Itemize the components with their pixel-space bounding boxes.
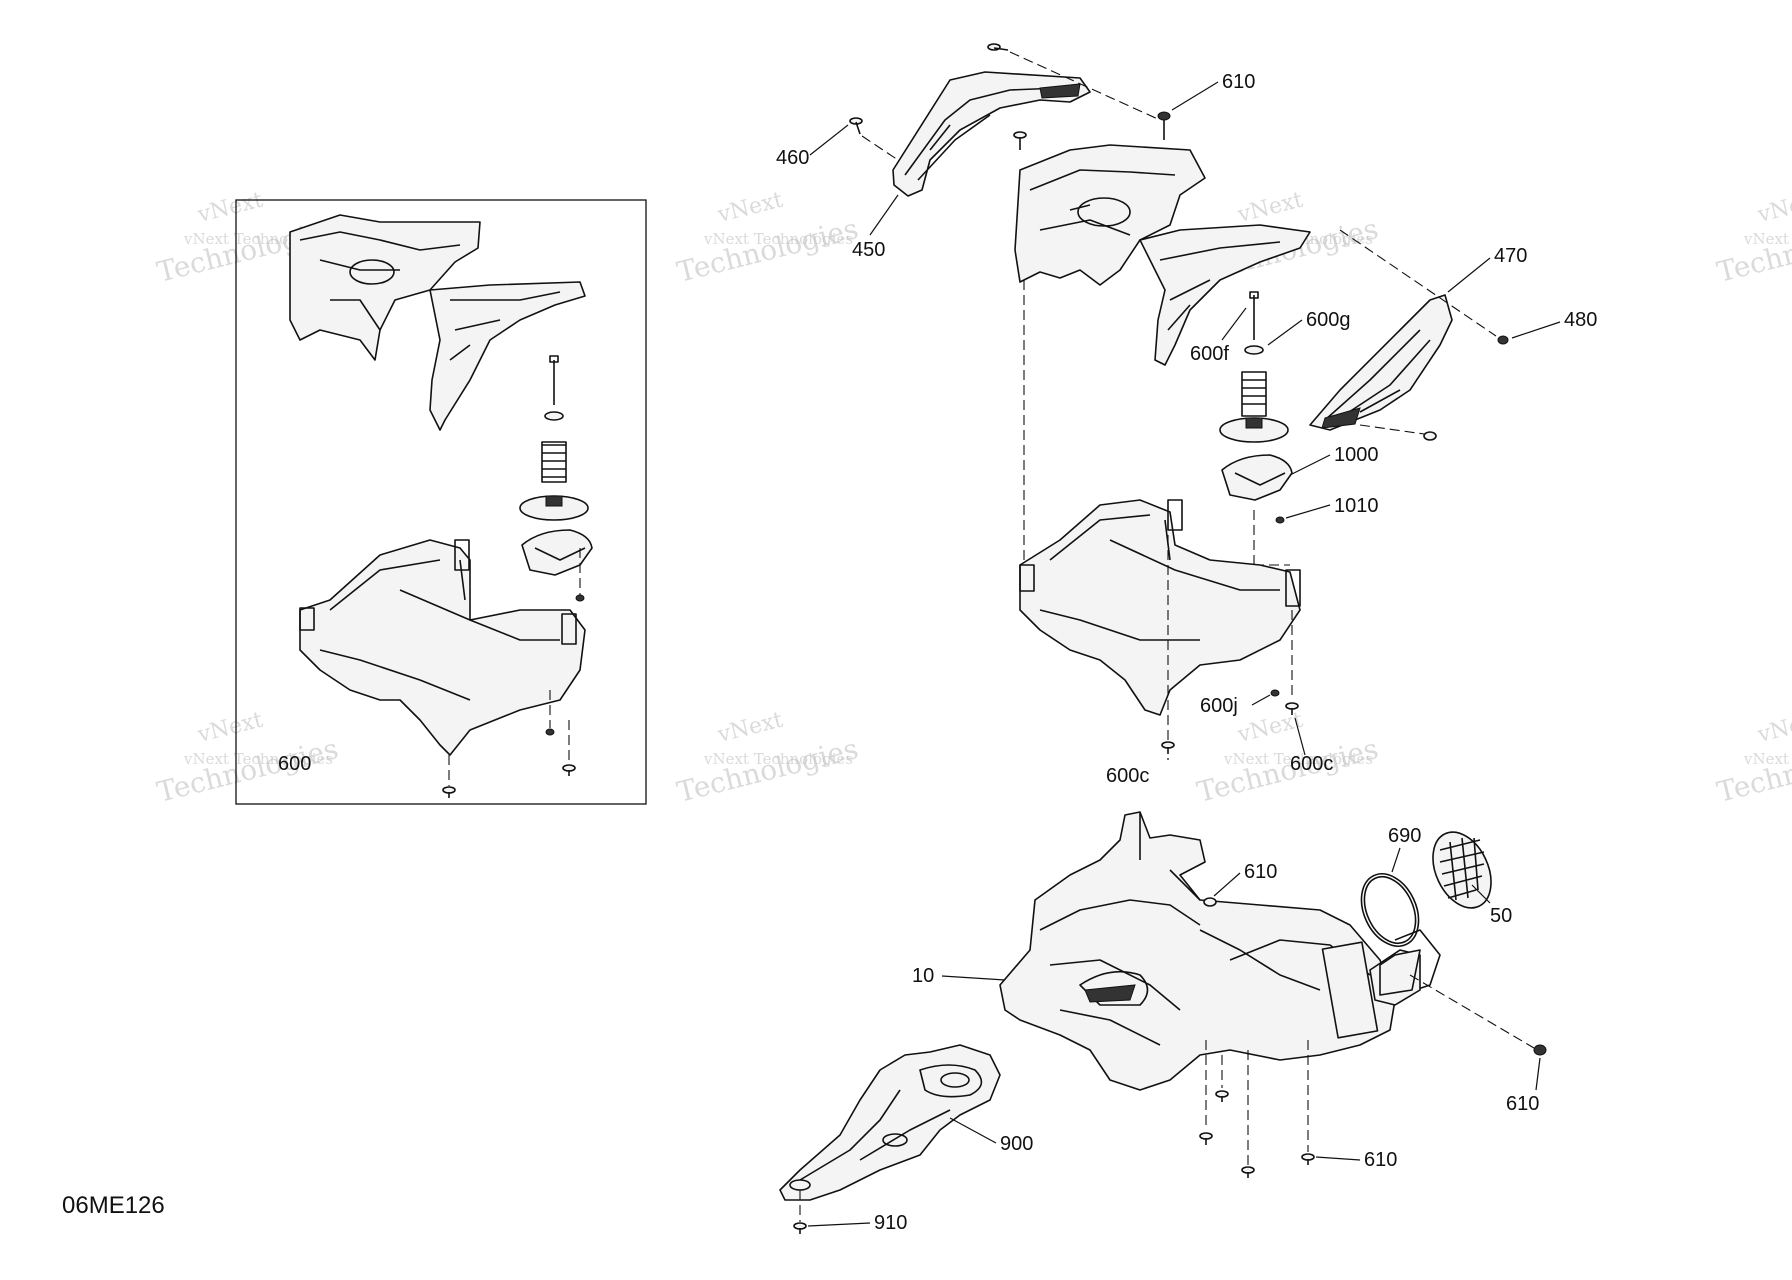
watermark: vNext vNext Technologies Technologies <box>154 708 342 809</box>
callout-910: 910 <box>874 1212 907 1234</box>
watermark-text: Technologies <box>674 732 862 809</box>
fastener-stack-main <box>1219 291 1293 566</box>
watermark-text: vNext <box>194 188 265 228</box>
callout-610-right: 610 <box>1506 1093 1539 1115</box>
callout-600: 600 <box>278 753 311 775</box>
callout-600g: 600g <box>1306 309 1351 331</box>
watermark-text: vNext <box>1754 708 1792 748</box>
upper-bracket-main <box>1014 144 1311 366</box>
callout-50: 50 <box>1490 905 1512 927</box>
bolt-side-lower <box>1359 424 1437 441</box>
callout-470: 470 <box>1494 245 1527 267</box>
watermark-text: vNext Technologies <box>703 230 853 248</box>
callout-600j: 600j <box>1200 695 1238 717</box>
leader-lines <box>807 81 1561 1227</box>
watermark-text: vNext <box>714 188 785 228</box>
callout-610-mid: 610 <box>1244 861 1277 883</box>
watermark-text: vNext Technologies <box>703 750 853 768</box>
watermark-text: vNext Technologies <box>1743 230 1792 248</box>
bolts-lower-main <box>1161 520 1299 754</box>
watermark-text: vNext <box>1234 188 1305 228</box>
bolt-480 <box>1339 229 1509 345</box>
bolts-under-housing <box>1199 1040 1315 1178</box>
bolt-top-left <box>987 43 1161 121</box>
inset-lower-frame <box>299 539 586 756</box>
callout-900: 900 <box>1000 1133 1033 1155</box>
inset-upper-bracket <box>289 214 586 431</box>
watermark-text: Technologies <box>1714 732 1792 809</box>
callout-10: 10 <box>912 965 934 987</box>
inset-fastener-stack <box>519 355 593 602</box>
watermark: vNext vNext Technologies Technologies <box>674 188 862 289</box>
callout-690: 690 <box>1388 825 1421 847</box>
lower-frame-main <box>1019 499 1301 716</box>
watermark-text: vNext <box>714 708 785 748</box>
watermark: vNext vNext Technologies Technologies <box>1714 188 1792 289</box>
callout-1010: 1010 <box>1334 495 1379 517</box>
callout-labels: 610 460 450 470 480 600g 600f 1000 1010 … <box>776 71 1597 1234</box>
watermark: vNext vNext Technologies Technologies <box>674 708 862 809</box>
watermark: vNext vNext Technologies Technologies <box>1194 708 1382 809</box>
main-housing-10 <box>999 811 1441 1091</box>
side-cover-470 <box>1309 294 1453 431</box>
callout-600c-left: 600c <box>1106 765 1149 787</box>
callout-460: 460 <box>776 147 809 169</box>
callout-450: 450 <box>852 239 885 261</box>
callout-610-bottom: 610 <box>1364 1149 1397 1171</box>
watermark-text: Technologies <box>674 212 862 289</box>
visor-part-450 <box>892 71 1091 197</box>
bolt-upper-left <box>1013 131 1027 560</box>
side-bracket <box>1379 949 1547 1056</box>
watermark-text: vNext Technologies <box>1223 750 1373 768</box>
callout-610-top: 610 <box>1222 71 1255 93</box>
inset-assembly: 600 <box>235 199 647 805</box>
callout-480: 480 <box>1564 309 1597 331</box>
bottom-tray-900 <box>779 1044 1001 1234</box>
watermark-text: vNext Technologies <box>183 750 333 768</box>
watermark: vNext vNext Technologies Technologies <box>1714 708 1792 809</box>
figure-code: 06ME126 <box>62 1192 165 1219</box>
watermark-text: Technologies <box>154 732 342 809</box>
bolt-460 <box>849 117 899 161</box>
bolt-610-mid <box>1203 897 1217 907</box>
watermark-text: vNext <box>194 708 265 748</box>
callout-600f: 600f <box>1190 343 1229 365</box>
watermark-text: vNext <box>1234 708 1305 748</box>
watermark-text: vNext <box>1754 188 1792 228</box>
ring-690 <box>1360 873 1420 947</box>
watermark-text: vNext Technologies <box>1743 750 1792 768</box>
inset-bolts <box>442 690 576 798</box>
callout-600c-right: 600c <box>1290 753 1333 775</box>
bolt-610-top <box>1157 111 1171 140</box>
watermark-text: Technologies <box>1714 212 1792 289</box>
callout-1000: 1000 <box>1334 444 1379 466</box>
grille-50 <box>1432 831 1492 909</box>
watermark-text: Technologies <box>1194 732 1382 809</box>
inset-frame <box>235 199 647 805</box>
